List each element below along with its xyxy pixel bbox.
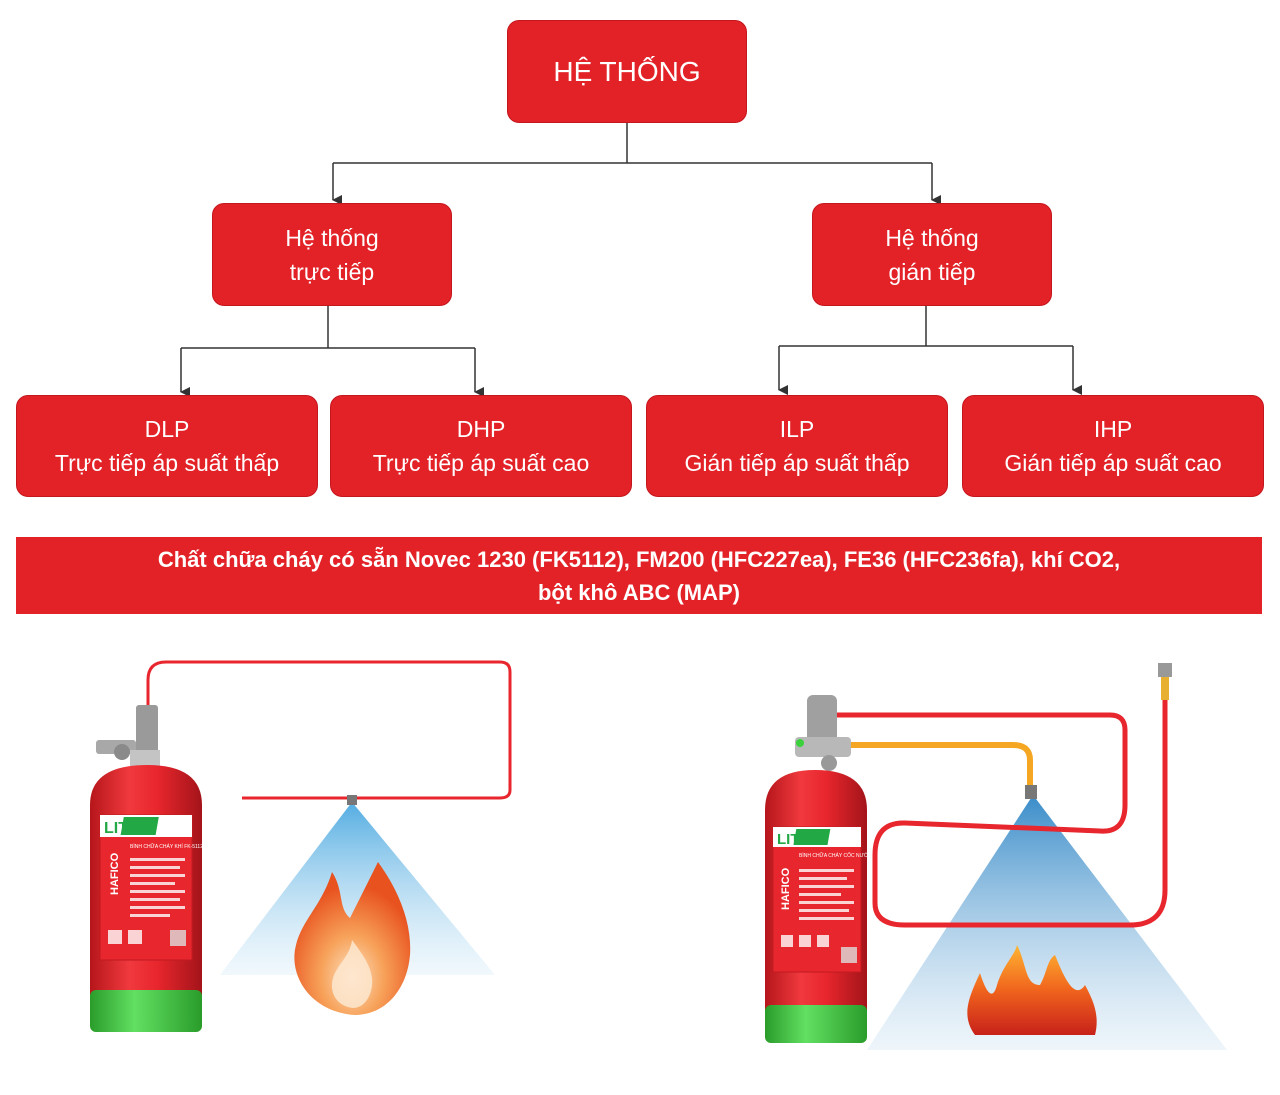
fire-icon: [967, 945, 1097, 1035]
cylinder-base: [765, 1005, 867, 1043]
root-node: HỆ THỐNG: [507, 20, 747, 123]
leaf-desc: Gián tiếp áp suất cao: [1004, 450, 1222, 476]
indirect-line1: Hệ thống: [885, 224, 979, 251]
detection-tube: [146, 660, 512, 800]
indirect-line2: gián tiếp: [888, 258, 976, 285]
connector-indirect: [779, 306, 1073, 347]
leaf-code: IHP: [1093, 416, 1133, 442]
leaf-desc: Gián tiếp áp suất thấp: [684, 450, 910, 476]
leaf-node-ihp: IHP Gián tiếp áp suất cao: [962, 395, 1264, 497]
direct-system-illustration: LITHI FK HAFICO BÌNH CHỮA CHÁY KHÍ FK-51…: [90, 660, 512, 1032]
leaf-node-ilp: ILP Gián tiếp áp suất thấp: [646, 395, 948, 497]
extinguishing-agents-banner: Chất chữa cháy có sẵn Novec 1230 (FK5112…: [16, 537, 1262, 614]
leaf-code: DHP: [456, 416, 506, 442]
leaf-node-dlp: DLP Trực tiếp áp suất thấp: [16, 395, 318, 497]
indirect-system-node: Hệ thống gián tiếp: [812, 203, 1052, 306]
connector-root: [333, 123, 932, 164]
label-text: BÌNH CHỮA CHÁY KHÍ FK-5112: [130, 843, 203, 850]
fire-icon: [294, 862, 411, 1015]
direct-line2: trực tiếp: [289, 258, 375, 285]
spray-cone: [220, 802, 495, 975]
leaf-desc: Trực tiếp áp suất cao: [372, 450, 590, 476]
maker-text: HAFICO: [109, 852, 121, 895]
agents-line2: bột khô ABC (MAP): [537, 579, 741, 605]
root-label: HỆ THỐNG: [553, 55, 701, 87]
valve-head: [136, 705, 158, 753]
direct-system-node: Hệ thống trực tiếp: [212, 203, 452, 306]
model-text: WB: [833, 830, 856, 846]
maker-text: HAFICO: [780, 867, 792, 910]
agents-line1: Chất chữa cháy có sẵn Novec 1230 (FK5112…: [157, 546, 1121, 572]
detection-tube: [835, 695, 1168, 928]
direct-line1: Hệ thống: [285, 224, 379, 251]
discharge-tube: [837, 742, 1033, 790]
leaf-code: DLP: [144, 416, 190, 442]
connector-direct: [181, 306, 475, 349]
indirect-system-illustration: LITHI WB HAFICO BÌNH CHỮA CHÁY CỐC NƯỚC: [765, 663, 1227, 1050]
cylinder-base: [90, 990, 202, 1032]
detector-head: [1158, 663, 1172, 677]
label-text: BÌNH CHỮA CHÁY CỐC NƯỚC: [799, 852, 872, 859]
nozzle: [347, 795, 357, 805]
nozzle: [1025, 785, 1037, 799]
connector-lines: [180, 123, 1082, 397]
valve-head: [807, 695, 837, 750]
leaf-code: ILP: [779, 416, 815, 442]
leaf-node-dhp: DHP Trực tiếp áp suất cao: [330, 395, 632, 497]
model-text: FK: [160, 819, 181, 836]
leaf-desc: Trực tiếp áp suất thấp: [54, 450, 280, 476]
